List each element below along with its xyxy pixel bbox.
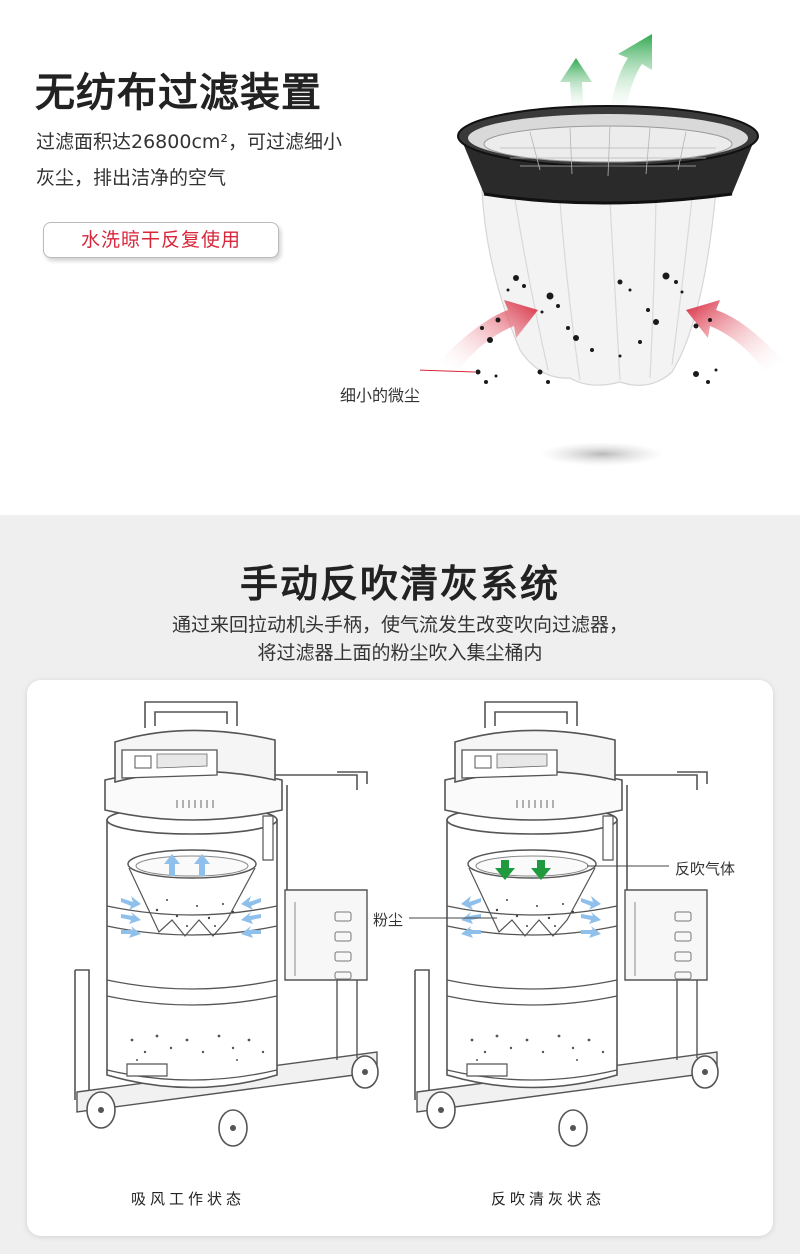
vacuum-suction-mode: [74, 701, 379, 1147]
intake-arrows-right: [241, 896, 261, 938]
intake-arrows-left: [121, 896, 141, 938]
vacuum-comparison-illustration: [74, 701, 719, 1147]
outflow-arrows-right: [581, 896, 601, 938]
dirty-air-arrow-left: [440, 300, 538, 372]
suction-arrows-up: [164, 854, 210, 876]
dirty-air-arrow-right: [686, 300, 782, 372]
clean-air-arrow-left: [560, 58, 592, 115]
backflush-section: 手动反吹清灰系统 通过来回拉动机头手柄，使气流发生改变吹向过滤器， 将过滤器上面…: [0, 515, 800, 1254]
backflush-desc-line-1: 通过来回拉动机头手柄，使气流发生改变吹向过滤器，: [171, 614, 628, 636]
filter-section: 无纺布过滤装置 过滤面积达26800cm²，可过滤细小 灰尘，排出洁净的空气 水…: [0, 0, 800, 515]
reverse-air-arrows-down: [495, 860, 551, 880]
dust-callout: 粉尘: [373, 911, 404, 929]
washable-badge-label: 水洗晾干反复使用: [80, 229, 241, 251]
backflush-title: 手动反吹清灰系统: [239, 562, 560, 606]
filter-title: 无纺布过滤装置: [35, 70, 322, 116]
backflush-desc-line-2: 将过滤器上面的粉尘吹入集尘桶内: [257, 642, 543, 664]
dust-particles: [475, 272, 718, 384]
dust-pointer-line: [420, 369, 476, 373]
filter-illustration: [420, 34, 782, 466]
filter-description: 过滤面积达26800cm²，可过滤细小 灰尘，排出洁净的空气: [36, 124, 436, 196]
fine-dust-label: 细小的微尘: [340, 386, 421, 405]
filter-bag: [481, 189, 717, 386]
filter-desc-line-2: 灰尘，排出洁净的空气: [36, 167, 227, 189]
comparison-card: 粉尘 反吹气体 吸风工作状态 反吹清灰状态: [27, 680, 773, 1236]
backflush-description: 通过来回拉动机头手柄，使气流发生改变吹向过滤器， 将过滤器上面的粉尘吹入集尘桶内: [0, 611, 800, 667]
reverse-air-callout: 反吹气体: [675, 860, 736, 878]
suction-mode-caption: 吸风工作状态: [131, 1190, 246, 1208]
filter-desc-line-1: 过滤面积达26800cm²，可过滤细小: [36, 131, 343, 153]
clean-air-arrow-right: [608, 34, 652, 118]
vacuum-backflush-mode: [414, 701, 719, 1147]
washable-badge: 水洗晾干反复使用: [43, 222, 279, 258]
backflush-mode-caption: 反吹清灰状态: [491, 1190, 606, 1208]
